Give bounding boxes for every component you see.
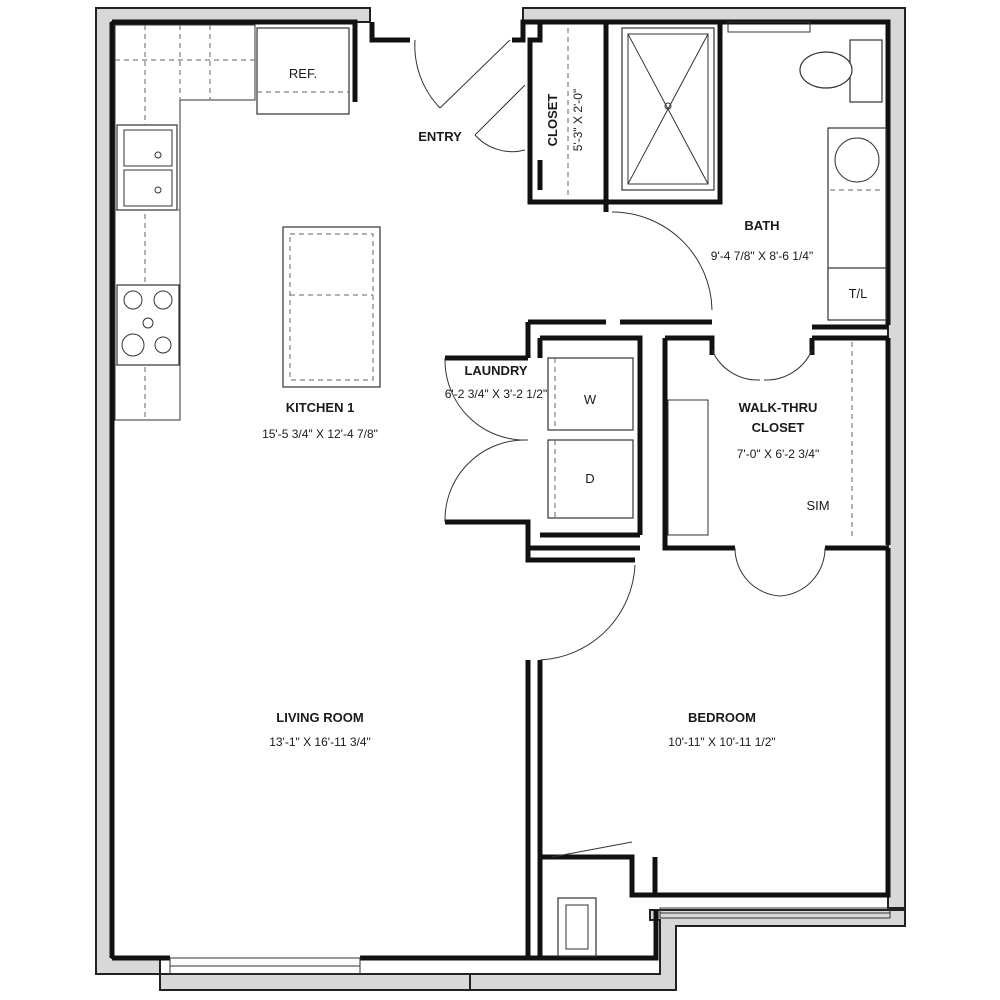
shower [621,27,715,191]
closet-label: CLOSET [545,94,560,147]
exterior-walls [95,7,906,991]
laundry-label: LAUNDRY [464,363,527,378]
walk-thru-label: WALK-THRU [739,400,818,415]
kitchen-label: KITCHEN 1 [286,400,355,415]
entry-label: ENTRY [418,129,462,144]
bath-label: BATH [744,218,779,233]
dryer: D [547,439,634,519]
living-room-label: LIVING ROOM [276,710,363,725]
refrigerator-label: REF. [289,66,317,81]
towel-linen: T/L [827,267,887,321]
dryer-label: D [585,471,594,486]
range-stove [116,284,180,366]
washer-label: W [584,392,597,407]
kitchen-dims: 15'-5 3/4" X 12'-4 7/8" [262,427,378,441]
vanity-sink [827,127,887,281]
bath-dims: 9'-4 7/8" X 8'-6 1/4" [711,249,814,263]
laundry-dims: 6'-2 3/4" X 3'-2 1/2" [445,387,548,401]
bedroom-door[interactable] [539,564,636,661]
kitchen-sink [116,124,178,211]
kitchen-island [282,226,381,388]
walk-thru-shelves: SIM [667,342,853,540]
bath-door[interactable] [611,211,713,311]
living-room-dims: 13'-1" X 16'-11 3/4" [269,735,371,749]
walk-thru-label-2: CLOSET [752,420,805,435]
sim-label: SIM [806,498,829,513]
entry-door[interactable] [414,39,526,153]
bedroom-label: BEDROOM [688,710,756,725]
towel-linen-label: T/L [849,286,868,301]
walk-thru-doors[interactable] [711,349,826,597]
bedroom-dims: 10'-11" X 10'-11 1/2" [668,735,775,749]
windows [169,21,891,975]
walk-thru-dims: 7'-0" X 6'-2 3/4" [737,447,819,461]
laundry-doors[interactable] [444,357,529,523]
toilet [799,39,883,103]
lower-closet [551,841,633,957]
interior-walls [109,19,891,961]
closet-dims: 5'-3" X 2'-0" [571,89,585,151]
washer: W [547,357,634,431]
refrigerator: REF. [256,27,350,115]
